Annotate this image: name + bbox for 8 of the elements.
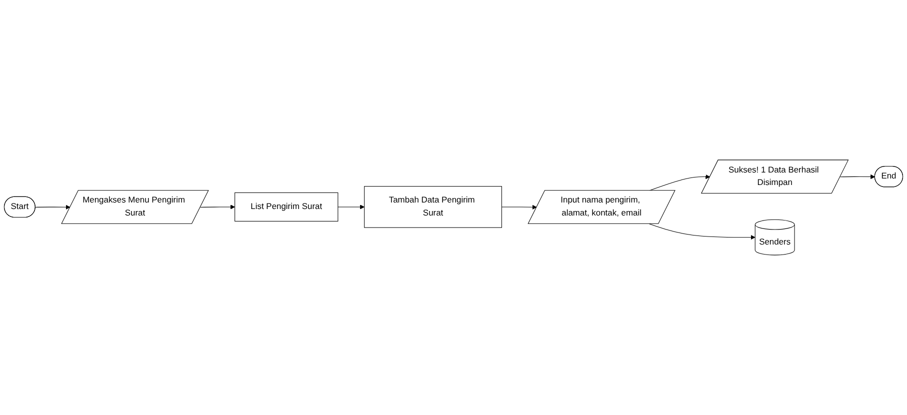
arrow [501,204,537,210]
arrow [338,204,365,210]
arrow [840,174,876,180]
arrow [200,204,236,210]
arrow [35,204,70,210]
node-box: List Pengirim Surat [234,192,338,222]
arrow [649,224,756,240]
node-box: Tambah Data Pengirim Surat [364,186,502,228]
